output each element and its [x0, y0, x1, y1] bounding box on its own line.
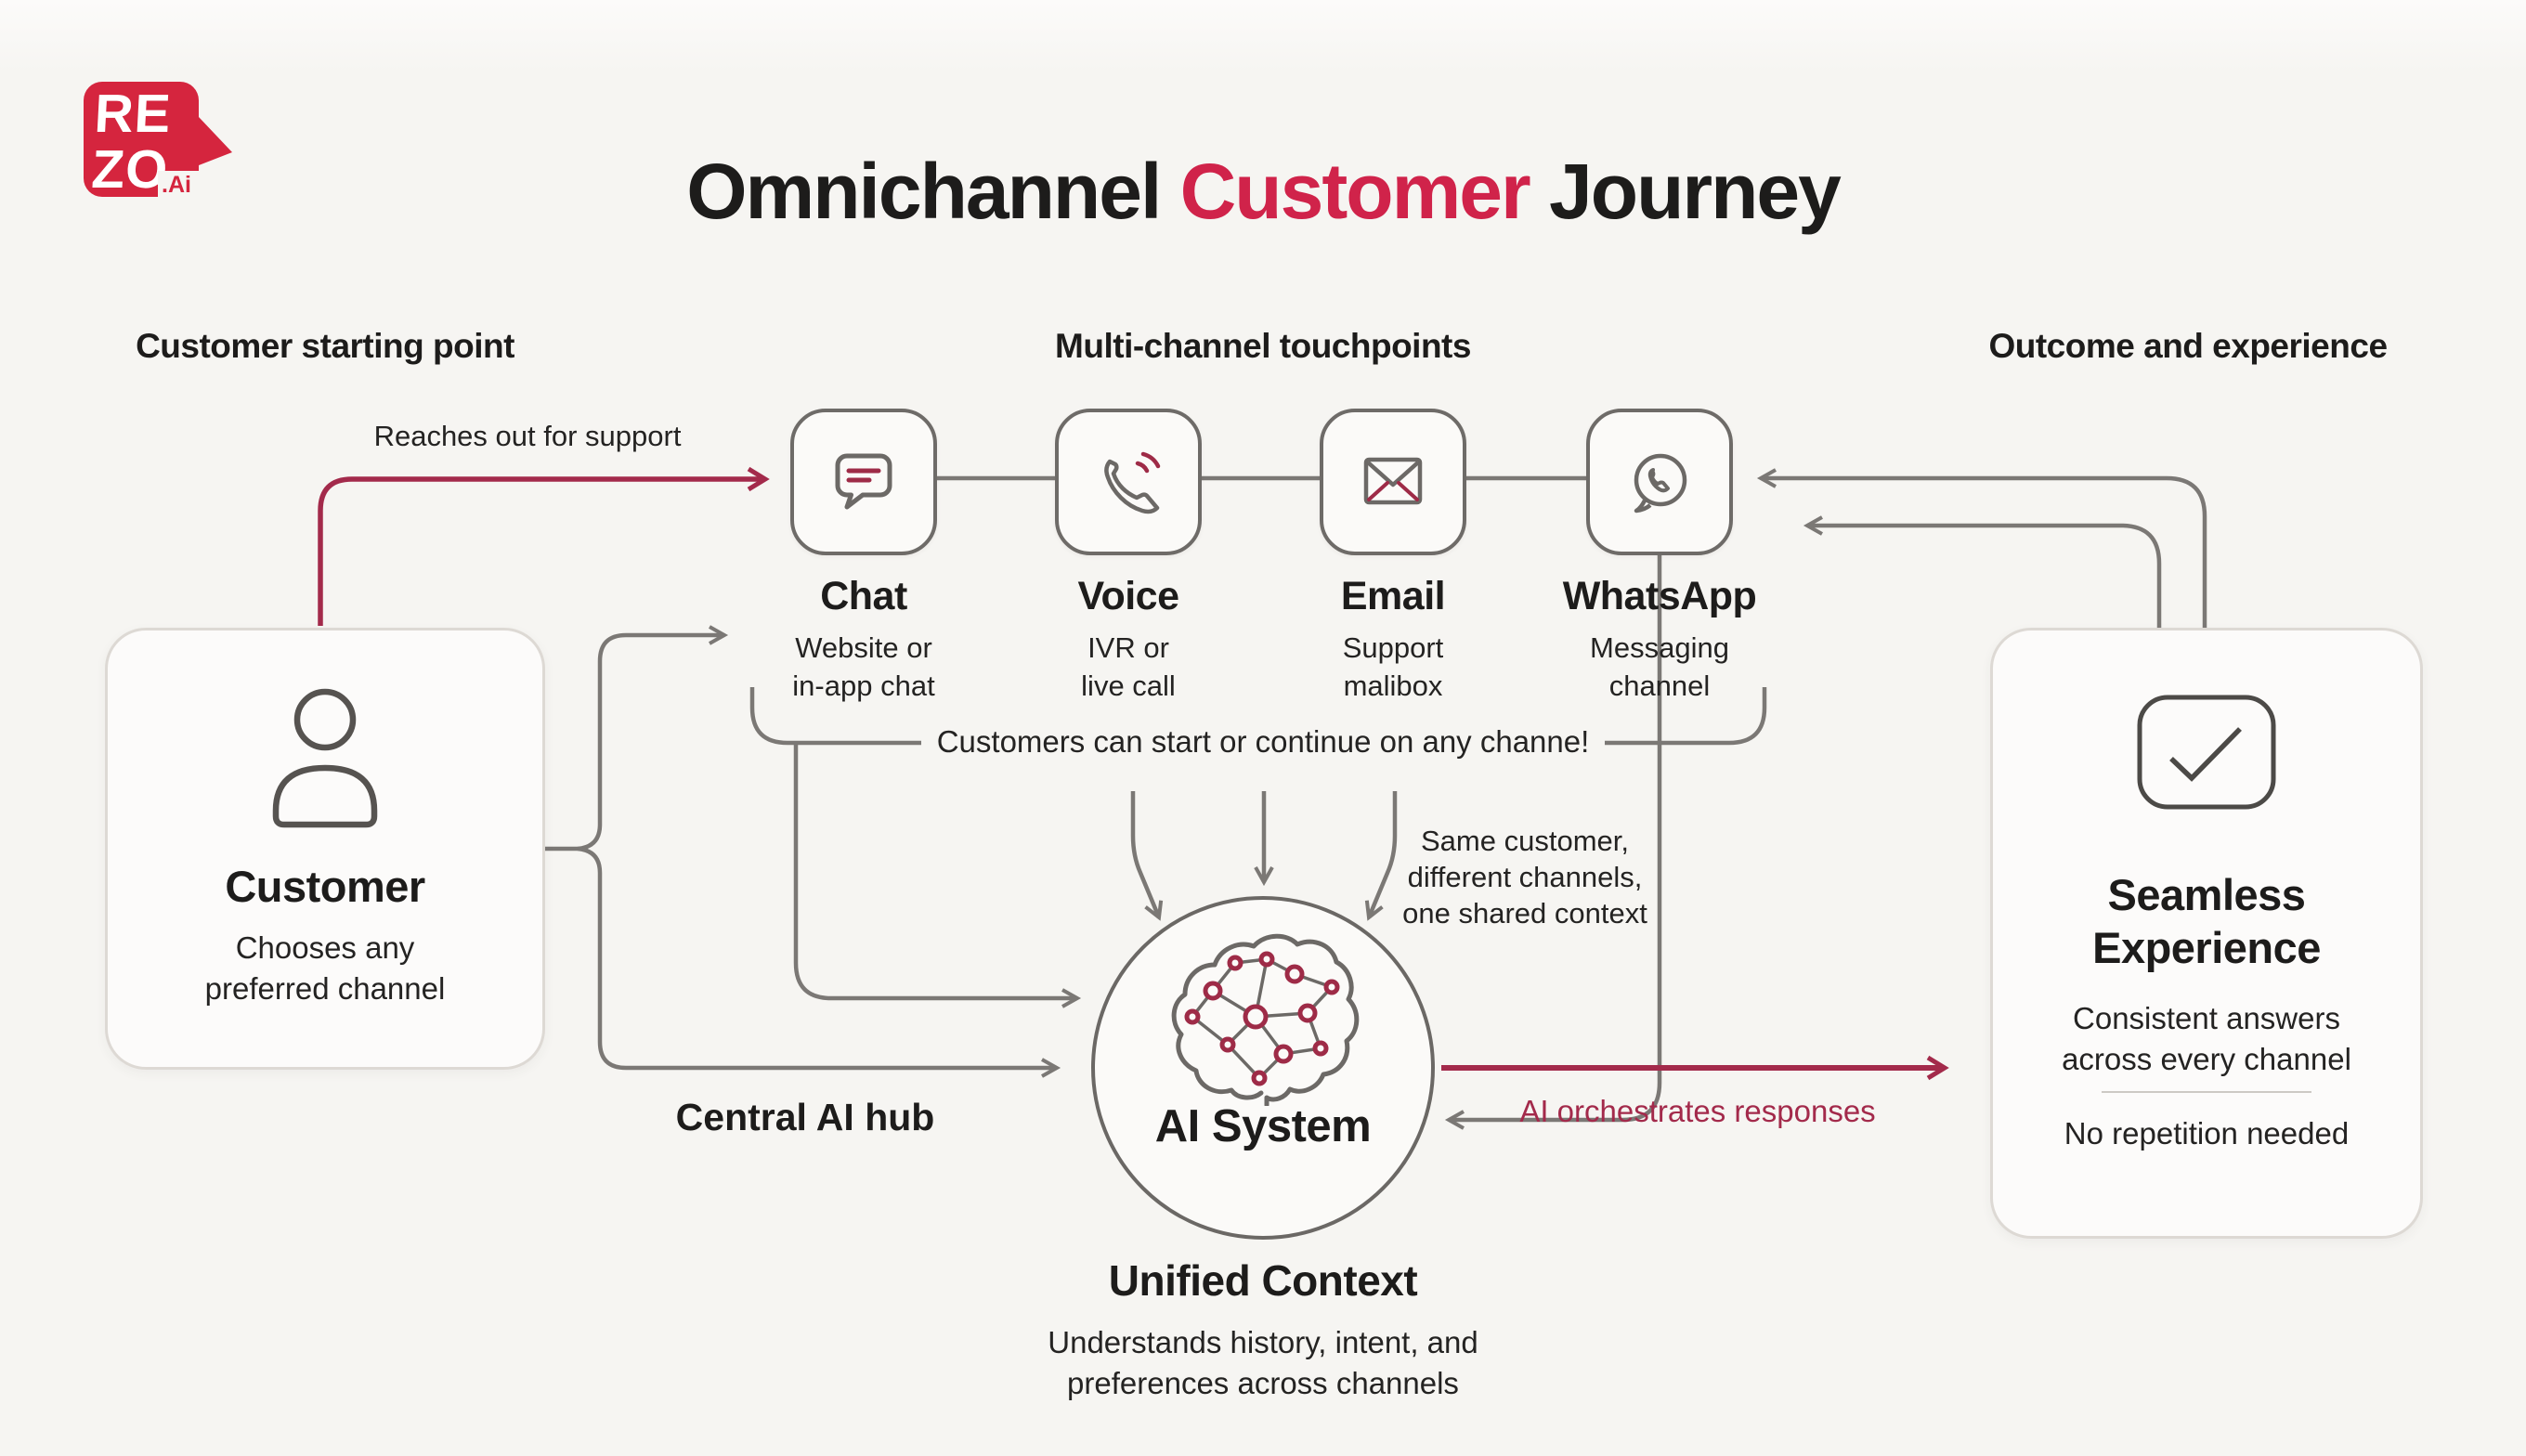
orchestrates-label: AI orchestrates responses	[1519, 1094, 1876, 1128]
channel-chat: Chat Website or in-app chat	[743, 409, 984, 705]
page-title: Omnichannel Customer Journey	[0, 147, 2526, 237]
inflow-arrow-left	[1130, 791, 1164, 921]
envelope-icon	[1363, 457, 1423, 505]
seamless-experience-box: Seamless Experience Consistent answers a…	[1990, 628, 2423, 1239]
channel-desc: IVR or live call	[1008, 629, 1249, 705]
reaches-out-label: Reaches out for support	[373, 420, 682, 452]
chat-tile	[790, 409, 937, 555]
return-line-lower	[1803, 515, 2162, 628]
customer-box-subtitle-line: preferred channel	[204, 971, 446, 1006]
banner-bracket-left	[749, 687, 921, 746]
channel-desc-line: IVR or	[1087, 631, 1169, 664]
return-line-upper	[1756, 468, 2207, 628]
unified-context-caption: Understands history, intent, and prefere…	[1048, 1322, 1478, 1404]
channel-desc-line: Support	[1342, 631, 1444, 664]
rezo-logo-mark: RE ZO. .Ai	[84, 82, 232, 200]
header-multichannel-touchpoints: Multi-channel touchpoints	[1055, 327, 1471, 365]
ai-system-label: AI System	[1154, 1101, 1372, 1151]
chat-bubble-icon	[835, 453, 892, 510]
whatsapp-drop-line	[1444, 552, 1662, 1130]
channel-name: WhatsApp	[1562, 574, 1757, 618]
channel-desc-line: in-app chat	[792, 670, 935, 702]
same-customer-line: different channels,	[1407, 861, 1643, 893]
banner-bracket-right	[1605, 687, 1767, 746]
unified-context-line: preferences across channels	[1067, 1366, 1459, 1400]
channel-desc-line: Website or	[795, 631, 932, 664]
title-part2: Journey	[1529, 148, 1842, 235]
whatsapp-icon	[1634, 453, 1687, 514]
banner-label: Customers can start or continue on any c…	[936, 724, 1590, 759]
reaches-out-arrow	[318, 466, 770, 626]
same-customer-label: Same customer, different channels, one s…	[1402, 823, 1647, 931]
channel-email: Email Support malibox	[1272, 409, 1514, 705]
seamless-title-line: Experience	[2092, 923, 2321, 972]
email-tile	[1320, 409, 1466, 555]
customer-to-chat-line	[577, 625, 729, 852]
channel-desc-line: channel	[1608, 670, 1711, 702]
channel-desc: Messaging channel	[1539, 629, 1780, 705]
unified-context-title: Unified Context	[1108, 1256, 1418, 1305]
channel-desc-line: malibox	[1343, 670, 1443, 702]
whatsapp-tile	[1586, 409, 1733, 555]
rezo-logo: RE ZO. .Ai	[78, 76, 241, 239]
seamless-experience-title: Seamless Experience	[1993, 868, 2420, 974]
ai-brain-icon	[1171, 933, 1360, 1106]
customer-box-subtitle: Chooses any preferred channel	[108, 928, 542, 1009]
channel-name: Voice	[1077, 574, 1179, 618]
voice-tile	[1055, 409, 1202, 555]
seamless-experience-subtitle: Consistent answers across every channel	[1993, 998, 2420, 1080]
header-customer-starting-point: Customer starting point	[136, 327, 514, 365]
logo-line1: RE	[93, 84, 173, 144]
channel-name: Email	[1340, 574, 1446, 618]
header-outcome-experience: Outcome and experience	[1988, 327, 2388, 365]
phone-icon	[1104, 451, 1161, 514]
ai-system-circle: AI System	[1091, 896, 1435, 1240]
channel-name: Chat	[820, 574, 907, 618]
title-part1: Omnichannel	[686, 148, 1180, 235]
checkmark-icon	[2137, 695, 2276, 810]
customer-to-ai-line	[577, 846, 1061, 1078]
inflow-arrow-right	[1364, 791, 1398, 921]
seamless-subtitle-line: Consistent answers	[2073, 1001, 2340, 1035]
channel-desc: Website or in-app chat	[743, 629, 984, 705]
channel-whatsapp: WhatsApp Messaging channel	[1539, 409, 1780, 705]
channel-desc-line: Messaging	[1590, 631, 1729, 664]
title-highlight: Customer	[1179, 148, 1531, 235]
logo-suffix: .Ai	[162, 172, 191, 198]
central-ai-hub-label: Central AI hub	[675, 1096, 935, 1138]
same-customer-line: one shared context	[1402, 897, 1647, 930]
seamless-divider	[2102, 1091, 2311, 1093]
customer-box: Customer Chooses any preferred channel	[105, 628, 545, 1070]
person-icon	[272, 688, 378, 828]
channel-desc: Support malibox	[1272, 629, 1514, 705]
same-customer-line: Same customer,	[1421, 825, 1629, 857]
channel-desc-line: live call	[1081, 670, 1176, 702]
channel-voice: Voice IVR or live call	[1008, 409, 1249, 705]
banner-drop-line	[793, 743, 1082, 1008]
seamless-subtitle-line: across every channel	[2062, 1042, 2351, 1076]
seamless-title-line: Seamless	[2107, 870, 2306, 919]
no-repetition-note: No repetition needed	[2064, 1116, 2350, 1150]
unified-context-line: Understands history, intent, and	[1048, 1325, 1478, 1359]
customer-box-subtitle-line: Chooses any	[235, 930, 415, 965]
customer-box-title: Customer	[225, 862, 425, 911]
